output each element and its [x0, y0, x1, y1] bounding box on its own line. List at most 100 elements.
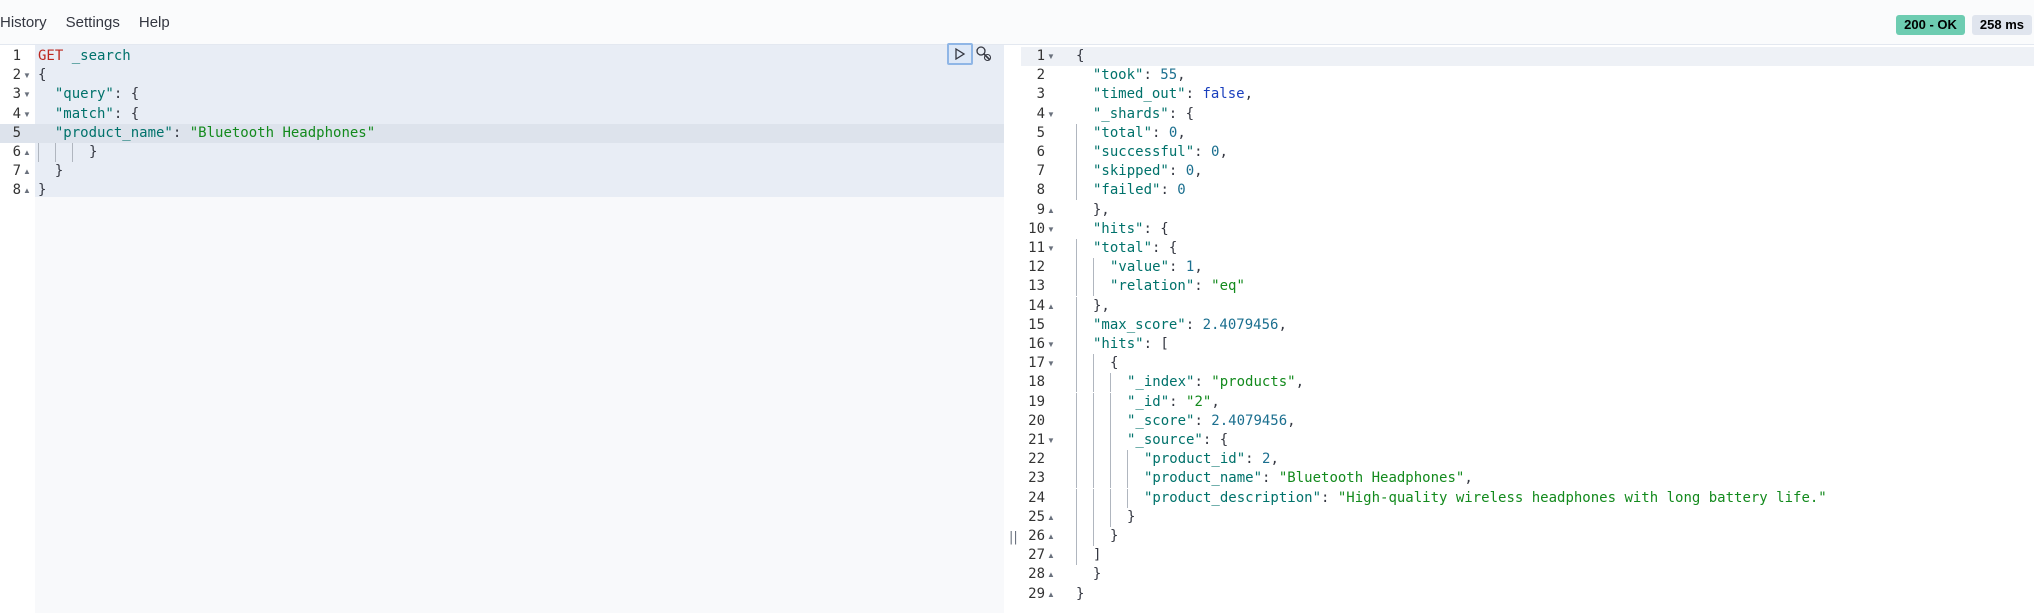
line-number: 9: [1036, 201, 1045, 218]
fold-open-icon[interactable]: ▼: [1047, 52, 1055, 61]
fold-open-icon[interactable]: ▼: [23, 90, 31, 100]
code-line: "failed": 0: [1076, 181, 1186, 201]
fold-close-icon[interactable]: ▲: [1047, 512, 1055, 522]
code-token: :: [1262, 470, 1279, 487]
code-line: }: [38, 181, 46, 200]
pane-divider[interactable]: [1004, 45, 1021, 613]
code-line: "hits": {: [1076, 220, 1169, 239]
menu-settings[interactable]: Settings: [65, 13, 120, 31]
code-token: "products": [1211, 374, 1296, 391]
menu-history[interactable]: History: [0, 13, 47, 31]
fold-open-icon[interactable]: ▼: [23, 71, 31, 81]
code-token: ,: [1219, 144, 1228, 160]
menu-help[interactable]: Help: [138, 13, 170, 31]
fold-close-icon[interactable]: ▲: [1047, 532, 1055, 541]
fold-close-icon[interactable]: ▲: [1047, 205, 1055, 215]
line-number: 27: [1028, 547, 1045, 564]
code-token: :: [1169, 259, 1186, 276]
fold-close-icon[interactable]: ▲: [23, 186, 31, 196]
line-number: 11: [1028, 240, 1045, 256]
code-token: :: [1168, 163, 1186, 180]
code-token: _search: [71, 48, 131, 64]
code-line: "timed_out": false,: [1076, 85, 1253, 104]
indent-guide: [1093, 354, 1110, 374]
code-line: "_source": {: [1076, 431, 1228, 450]
indent-guide: [1076, 296, 1093, 316]
fold-open-icon[interactable]: ▼: [1047, 436, 1055, 445]
code-line: },: [1076, 296, 1110, 316]
code-token: 2: [1262, 451, 1271, 468]
code-token: : {: [1143, 220, 1169, 237]
indent-guide: [1076, 335, 1093, 354]
code-token: "value": [1110, 259, 1170, 276]
indent-guide: [1127, 450, 1144, 470]
code-token: "eq": [1211, 278, 1245, 295]
code-token: [1076, 221, 1093, 237]
code-token: 0: [1177, 182, 1186, 199]
code-token: ,: [1194, 259, 1203, 276]
code-token: }: [38, 163, 64, 180]
fold-close-icon[interactable]: ▲: [23, 148, 31, 157]
fold-close-icon[interactable]: ▲: [1047, 551, 1055, 561]
code-token: "High-quality wireless headphones with l…: [1337, 489, 1827, 506]
code-token: "skipped": [1093, 163, 1169, 180]
resize-handle[interactable]: ||: [1009, 530, 1018, 545]
line-number: 22: [1028, 451, 1045, 468]
code-line: "total": 0,: [1076, 123, 1186, 143]
code-token: "Bluetooth Headphones": [1278, 470, 1465, 487]
code-token: ,: [1287, 412, 1296, 429]
fold-close-icon[interactable]: ▲: [1047, 301, 1055, 311]
fold-open-icon[interactable]: ▼: [23, 109, 31, 119]
fold-open-icon[interactable]: ▼: [1047, 244, 1055, 253]
request-options-button[interactable]: [975, 45, 993, 63]
code-line: ]: [1076, 546, 1102, 566]
response-viewer[interactable]: 1▼{2 "took": 55,3 "timed_out": false,4▼ …: [1021, 45, 2034, 613]
code-token: : {: [1152, 240, 1178, 256]
indent-guide: [1076, 431, 1093, 450]
indent-guide: [1093, 488, 1110, 508]
status-code-badge: 200 - OK: [1896, 15, 1965, 35]
code-token: "product_name": [1144, 470, 1263, 487]
line-number: 3: [12, 86, 21, 103]
code-token: [1076, 86, 1093, 102]
fold-open-icon[interactable]: ▼: [1047, 109, 1055, 119]
response-code-area[interactable]: [1072, 45, 2034, 613]
line-number: 7: [1036, 163, 1045, 180]
code-token: "total": [1093, 240, 1153, 256]
fold-close-icon[interactable]: ▲: [23, 167, 31, 177]
indent-guide: [1076, 469, 1093, 489]
code-token: 0: [1185, 163, 1195, 180]
line-number: 24: [1028, 489, 1045, 506]
code-token: : {: [113, 86, 140, 103]
code-line: }: [1076, 507, 1135, 527]
code-token: : {: [1202, 432, 1229, 448]
indent-guide: [1076, 546, 1093, 566]
code-line: "query": {: [38, 85, 139, 104]
response-time-badge: 258 ms: [1971, 15, 2032, 35]
code-line: "product_name": "Bluetooth Headphones",: [1076, 469, 1473, 489]
code-token: ,: [1177, 67, 1186, 84]
send-request-button[interactable]: [947, 43, 973, 65]
code-token: [1076, 67, 1093, 83]
request-selection: [35, 45, 1004, 197]
line-number: 19: [1028, 393, 1045, 410]
code-token: ,: [1211, 393, 1220, 410]
fold-open-icon[interactable]: ▼: [1047, 340, 1055, 349]
code-token: 0: [1168, 124, 1178, 141]
code-token: "total": [1093, 124, 1153, 141]
line-number: 6: [12, 144, 21, 160]
fold-close-icon[interactable]: ▲: [1047, 570, 1055, 580]
code-token: "_score": [1127, 412, 1195, 429]
fold-open-icon[interactable]: ▼: [1047, 224, 1055, 234]
code-token: {: [1110, 355, 1119, 372]
code-token: : {: [1168, 105, 1195, 122]
fold-open-icon[interactable]: ▼: [1047, 359, 1055, 369]
code-token: ]: [1093, 547, 1102, 564]
line-number: 13: [1028, 278, 1045, 295]
code-token: ,: [1244, 86, 1254, 103]
indent-guide: [1076, 181, 1093, 201]
code-line: "hits": [: [1076, 335, 1169, 354]
fold-close-icon[interactable]: ▲: [1047, 589, 1055, 599]
code-token: {: [38, 67, 47, 84]
